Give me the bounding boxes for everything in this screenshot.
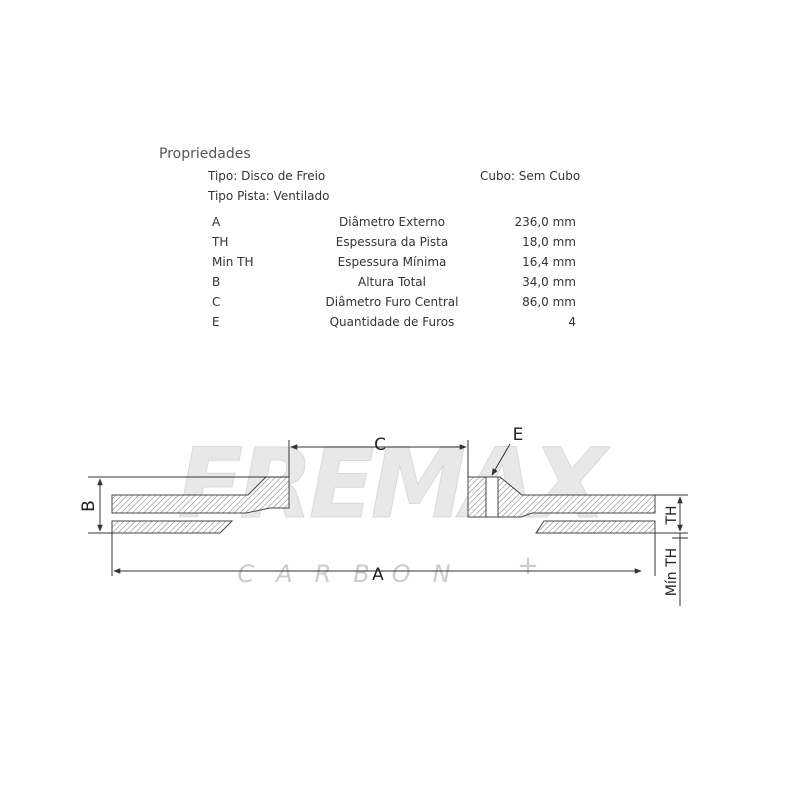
spec-table: A Diâmetro Externo 236,0 mm TH Espessura… bbox=[208, 212, 576, 332]
spec-row: Min TH Espessura Mínima 16,4 mm bbox=[208, 252, 576, 272]
label-c: C bbox=[374, 435, 386, 455]
tipo-label: Tipo: Disco de Freio bbox=[208, 169, 326, 183]
label-a: A bbox=[372, 565, 384, 585]
spec-row: E Quantidade de Furos 4 bbox=[208, 312, 576, 332]
spec-description: Espessura da Pista bbox=[335, 235, 449, 249]
spec-description: Altura Total bbox=[358, 275, 426, 289]
spec-value: 236,0 mm bbox=[514, 215, 576, 229]
spec-code: A bbox=[212, 215, 221, 229]
watermark-sub: CARBON bbox=[237, 560, 472, 588]
label-e: E bbox=[513, 425, 524, 445]
spec-value: 18,0 mm bbox=[522, 235, 576, 249]
spec-row: C Diâmetro Furo Central 86,0 mm bbox=[208, 292, 576, 312]
label-b: B bbox=[79, 500, 99, 512]
spec-row: A Diâmetro Externo 236,0 mm bbox=[208, 212, 576, 232]
spec-code: E bbox=[212, 315, 220, 329]
spec-description: Diâmetro Externo bbox=[339, 215, 445, 229]
disc-section-left bbox=[111, 476, 290, 534]
spec-code: B bbox=[212, 275, 221, 289]
spec-value: 34,0 mm bbox=[522, 275, 576, 289]
cubo-label: Cubo: Sem Cubo bbox=[480, 169, 581, 183]
properties-title: Propriedades bbox=[159, 146, 251, 162]
e-leader bbox=[491, 443, 511, 476]
spec-description: Quantidade de Furos bbox=[329, 315, 455, 329]
watermark-plus: + bbox=[517, 551, 539, 581]
spec-code: Min TH bbox=[212, 255, 254, 269]
spec-value: 86,0 mm bbox=[522, 295, 576, 309]
watermark-brand: FREMAX bbox=[178, 428, 611, 540]
label-min-th: Mín TH bbox=[664, 548, 680, 596]
bolt-hole bbox=[485, 476, 499, 518]
spec-row: B Altura Total 34,0 mm bbox=[208, 272, 576, 292]
spec-code: C bbox=[212, 295, 221, 309]
tipo-pista-label: Tipo Pista: Ventilado bbox=[208, 189, 330, 203]
spec-row: TH Espessura da Pista 18,0 mm bbox=[208, 232, 576, 252]
spec-description: Diâmetro Furo Central bbox=[325, 295, 459, 309]
spec-description: Espessura Mínima bbox=[337, 255, 447, 269]
spec-value: 16,4 mm bbox=[522, 255, 576, 269]
spec-value: 4 bbox=[568, 315, 576, 329]
label-th: TH bbox=[664, 505, 680, 525]
spec-code: TH bbox=[212, 235, 229, 249]
